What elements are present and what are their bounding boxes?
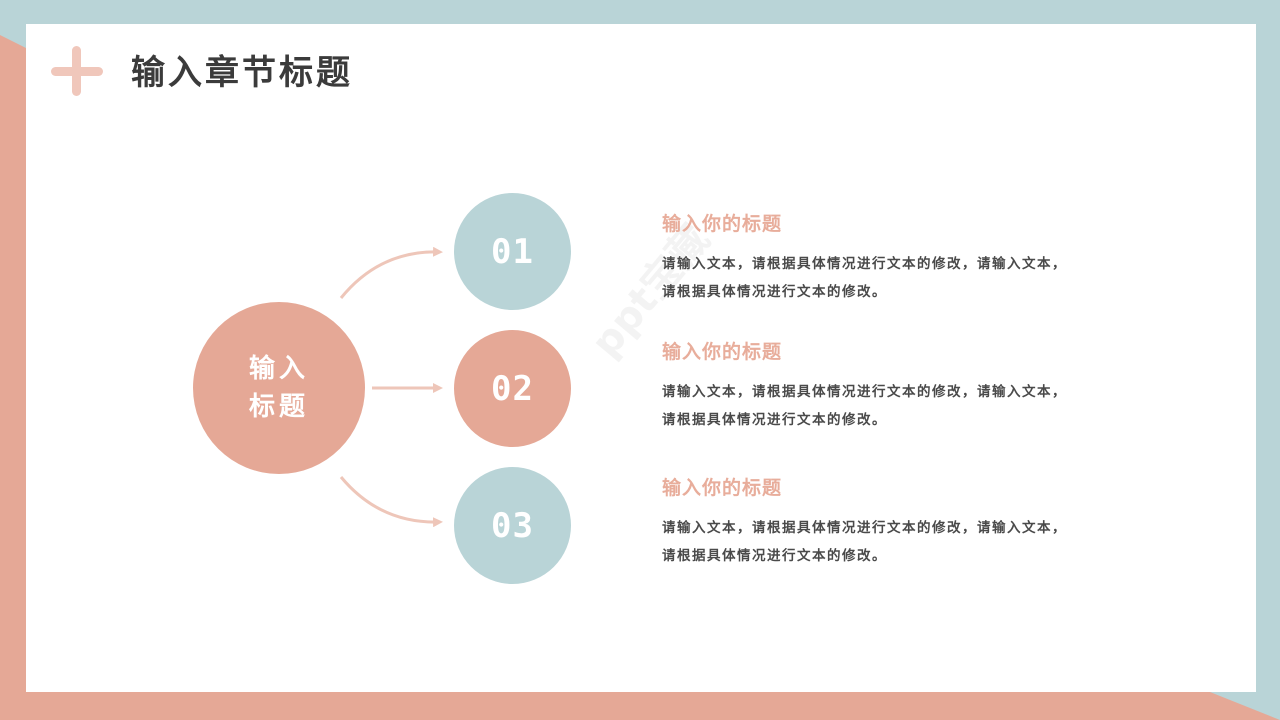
number-label: 03 bbox=[491, 505, 534, 546]
number-label: 01 bbox=[491, 231, 534, 272]
item-description: 请输入文本，请根据具体情况进行文本的修改，请输入文本， 请根据具体情况进行文本的… bbox=[662, 378, 1102, 434]
center-node-line1: 输入 bbox=[248, 354, 309, 384]
item-description-line: 请输入文本，请根据具体情况进行文本的修改，请输入文本， bbox=[662, 256, 1067, 272]
item-description-line: 请输入文本，请根据具体情况进行文本的修改，请输入文本， bbox=[662, 520, 1067, 536]
item-title: 输入你的标题 bbox=[662, 477, 783, 499]
list-item: 输入你的标题 请输入文本，请根据具体情况进行文本的修改，请输入文本， 请根据具体… bbox=[662, 340, 1102, 434]
item-title: 输入你的标题 bbox=[662, 213, 783, 235]
number-circle-01: 01 bbox=[454, 193, 571, 310]
center-node-line2: 标题 bbox=[248, 392, 309, 422]
number-label: 02 bbox=[491, 368, 534, 409]
item-description-line: 请根据具体情况进行文本的修改。 bbox=[662, 548, 887, 564]
list-item: 输入你的标题 请输入文本，请根据具体情况进行文本的修改，请输入文本， 请根据具体… bbox=[662, 212, 1102, 306]
item-description: 请输入文本，请根据具体情况进行文本的修改，请输入文本， 请根据具体情况进行文本的… bbox=[662, 514, 1102, 570]
number-circle-02: 02 bbox=[454, 330, 571, 447]
number-circle-03: 03 bbox=[454, 467, 571, 584]
item-description-line: 请根据具体情况进行文本的修改。 bbox=[662, 412, 887, 428]
page-title: 输入章节标题 bbox=[131, 53, 353, 93]
item-title: 输入你的标题 bbox=[662, 341, 783, 363]
center-node: 输入 标题 bbox=[193, 302, 365, 474]
item-description-line: 请输入文本，请根据具体情况进行文本的修改，请输入文本， bbox=[662, 384, 1067, 400]
item-description: 请输入文本，请根据具体情况进行文本的修改，请输入文本， 请根据具体情况进行文本的… bbox=[662, 250, 1102, 306]
plus-icon bbox=[51, 46, 103, 96]
item-description-line: 请根据具体情况进行文本的修改。 bbox=[662, 284, 887, 300]
list-item: 输入你的标题 请输入文本，请根据具体情况进行文本的修改，请输入文本， 请根据具体… bbox=[662, 476, 1102, 570]
